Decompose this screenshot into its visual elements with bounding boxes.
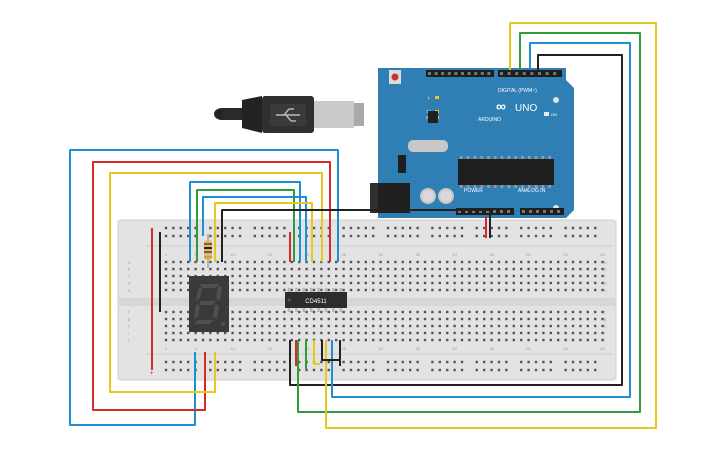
svg-text:f: f <box>128 310 130 315</box>
wire-black-short[interactable] <box>321 340 340 361</box>
header-power <box>456 208 514 215</box>
wire-yellow-short[interactable] <box>313 340 320 365</box>
svg-text:i: i <box>128 331 129 336</box>
header-analog <box>520 208 564 215</box>
svg-text:a: a <box>128 260 131 265</box>
wires <box>69 22 657 429</box>
atmega-chip <box>458 159 554 185</box>
svg-text:c: c <box>128 274 130 279</box>
svg-text:e: e <box>128 288 131 293</box>
wire-black-gnd[interactable] <box>221 209 491 262</box>
svg-text:45: 45 <box>489 346 494 351</box>
svg-text:15: 15 <box>267 252 272 257</box>
wire-blue-long[interactable] <box>331 42 631 398</box>
usb-icon <box>276 108 300 122</box>
digital-label: DIGITAL (PWM~) <box>498 88 537 94</box>
wire-red-outer[interactable] <box>92 161 331 411</box>
digital-header-holes <box>428 72 557 75</box>
svg-text:1: 1 <box>165 346 168 351</box>
svg-text:50: 50 <box>526 346 531 351</box>
svg-text:ON: ON <box>551 112 557 117</box>
breadboard-holes <box>164 226 604 372</box>
wire-yellow-outer[interactable] <box>109 172 323 393</box>
wire-blue-top[interactable] <box>189 181 301 262</box>
power-label: POWER <box>464 188 483 194</box>
svg-text:10: 10 <box>230 252 235 257</box>
header-digital-high <box>426 70 494 77</box>
usb-cable[interactable] <box>214 96 364 133</box>
svg-text:L: L <box>428 95 431 100</box>
svg-text:30: 30 <box>378 252 383 257</box>
svg-text:a: a <box>604 260 607 265</box>
svg-text:30: 30 <box>378 346 383 351</box>
svg-text:d: d <box>128 281 130 286</box>
svg-text:40: 40 <box>452 252 457 257</box>
wire-green-top[interactable] <box>196 189 295 262</box>
resistor[interactable] <box>204 234 212 268</box>
svg-text:c: c <box>604 274 606 279</box>
breadboard[interactable]: + + 115510101515202025253030353540404545… <box>117 219 617 381</box>
svg-text:g: g <box>128 317 130 322</box>
wire-yellow-long[interactable] <box>325 22 657 429</box>
svg-text:e: e <box>604 288 607 293</box>
segments <box>194 284 225 326</box>
svg-text:d: d <box>604 281 606 286</box>
svg-text:j: j <box>603 338 605 343</box>
svg-text:i: i <box>604 331 605 336</box>
wire-blue-mid[interactable] <box>202 196 307 262</box>
svg-text:45: 45 <box>489 252 494 257</box>
chip-label: CD4511 <box>305 299 327 305</box>
svg-text:b: b <box>604 267 607 272</box>
svg-text:55: 55 <box>563 252 568 257</box>
svg-text:5: 5 <box>194 252 197 257</box>
arduino-uno[interactable]: DIGITAL (PWM~) ∞ ARDUINO UNO L TX RX ON … <box>370 68 574 218</box>
analog-label: ANALOG IN <box>518 188 546 194</box>
svg-text:g: g <box>604 317 606 322</box>
wire-blue-outer[interactable] <box>69 149 339 426</box>
svg-text:25: 25 <box>341 252 346 257</box>
board-model: UNO <box>515 103 537 114</box>
svg-text:35: 35 <box>415 252 420 257</box>
svg-text:25: 25 <box>341 346 346 351</box>
wire-black-long[interactable] <box>289 54 623 386</box>
svg-text:60: 60 <box>600 252 605 257</box>
svg-text:55: 55 <box>563 346 568 351</box>
rail-plus-label-bottom: + <box>150 371 154 377</box>
svg-text:h: h <box>604 324 606 329</box>
svg-text:1: 1 <box>165 252 168 257</box>
rail-jumpers <box>151 216 487 370</box>
svg-text:∞: ∞ <box>496 98 506 114</box>
cd4511-chip[interactable]: CD4511 <box>285 288 347 312</box>
svg-text:35: 35 <box>415 346 420 351</box>
seven-segment-display[interactable]: 8 <box>189 276 229 332</box>
svg-text:50: 50 <box>526 252 531 257</box>
column-numbers: 1155101015152020252530303535404045455050… <box>165 252 606 351</box>
crystal <box>408 140 448 152</box>
wire-green-long[interactable] <box>297 32 641 413</box>
svg-text:f: f <box>604 310 606 315</box>
svg-text:j: j <box>127 338 129 343</box>
svg-text:10: 10 <box>230 346 235 351</box>
svg-text:15: 15 <box>267 346 272 351</box>
svg-text:60: 60 <box>600 346 605 351</box>
center-channel <box>118 298 616 306</box>
wire-yellow-mid[interactable] <box>214 202 313 262</box>
svg-text:40: 40 <box>452 346 457 351</box>
bottom-header-holes <box>458 210 560 213</box>
svg-text:h: h <box>128 324 130 329</box>
svg-text:b: b <box>128 267 131 272</box>
arduino-logo: ∞ ARDUINO UNO <box>478 98 537 123</box>
svg-text:5: 5 <box>194 346 197 351</box>
header-digital-low <box>498 70 562 77</box>
chip-pins <box>287 288 343 312</box>
svg-text:ARDUINO: ARDUINO <box>478 117 501 123</box>
